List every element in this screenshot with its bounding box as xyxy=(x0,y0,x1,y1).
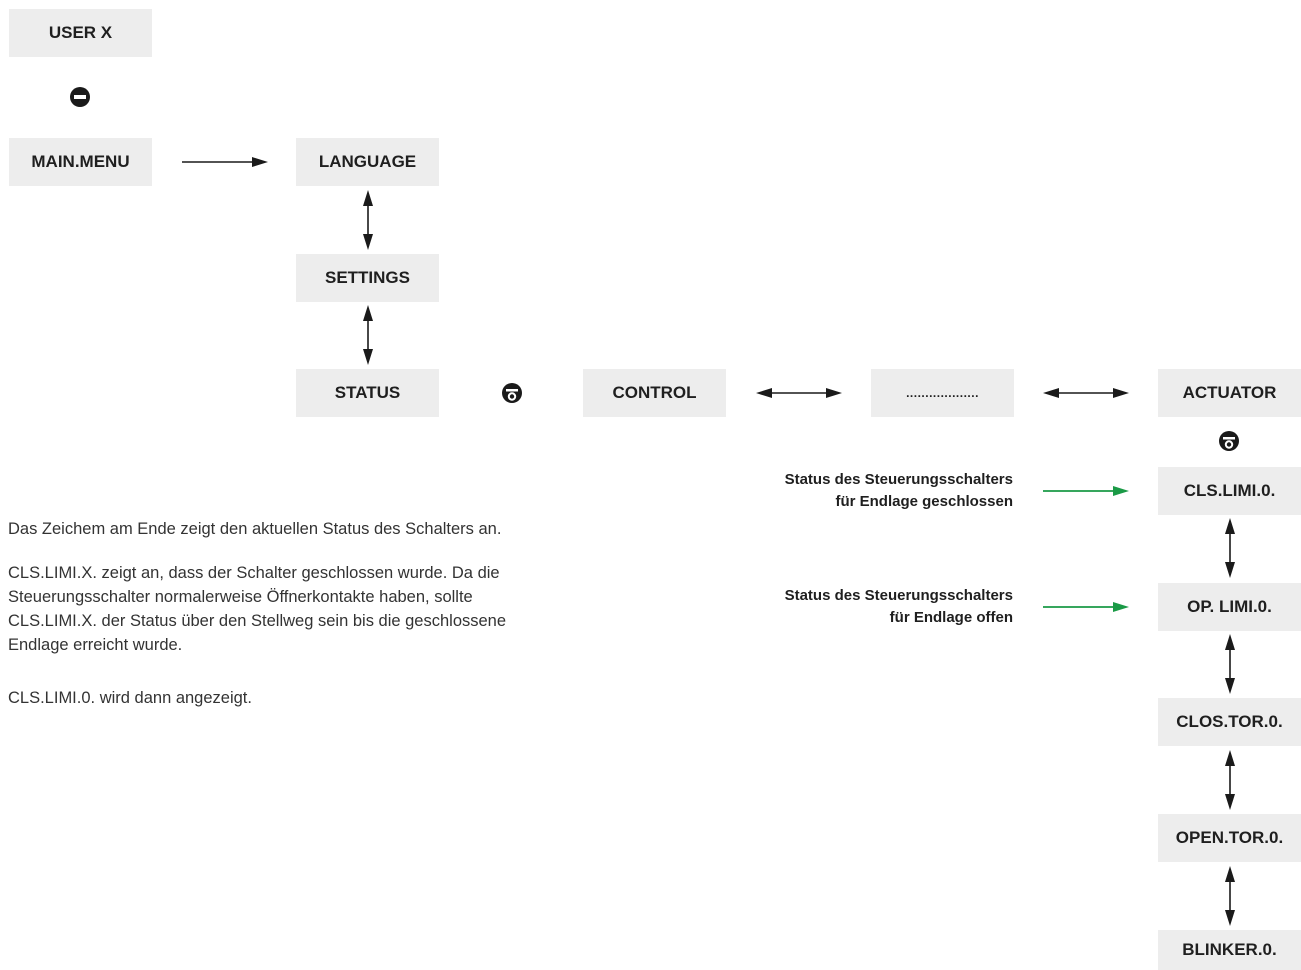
double-arrow-vertical xyxy=(1225,750,1235,810)
description-para-2-line-4: Endlage erreicht wurde. xyxy=(8,636,183,654)
open-tor-box: OPEN.TOR.0. xyxy=(1158,814,1301,862)
description-para-2-line-3: CLS.LIMI.X. der Status über den Stellweg… xyxy=(8,612,507,630)
blinker-label: BLINKER.0. xyxy=(1182,940,1277,959)
double-arrow-vertical xyxy=(1225,518,1235,578)
control-box: CONTROL xyxy=(583,369,726,417)
annotation-closed-line2: für Endlage geschlossen xyxy=(835,493,1013,510)
clos-tor-label: CLOS.TOR.0. xyxy=(1176,712,1283,731)
description-text: Das Zeichem am Ende zeigt den aktuellen … xyxy=(8,517,638,541)
selector-icon xyxy=(501,382,523,404)
description-text: CLS.LIMI.X. zeigt an, dass der Schalter … xyxy=(8,561,638,657)
status-box: STATUS xyxy=(296,369,439,417)
selector-icon xyxy=(1218,430,1240,452)
user-x-label: USER X xyxy=(48,23,113,42)
op-limi-box: OP. LIMI.0. xyxy=(1158,583,1301,631)
annotation-open-line2: für Endlage offen xyxy=(889,609,1013,626)
annotation-open: Status des Steuerungsschalters für Endla… xyxy=(785,585,1013,629)
actuator-label: ACTUATOR xyxy=(1182,383,1277,402)
annotation-open-line1: Status des Steuerungsschalters xyxy=(784,587,1013,604)
actuator-box: ACTUATOR xyxy=(1158,369,1301,417)
blinker-box: BLINKER.0. xyxy=(1158,930,1301,970)
control-label: CONTROL xyxy=(612,383,697,402)
green-arrow-open xyxy=(1043,602,1129,612)
double-arrow-horizontal xyxy=(1043,388,1129,398)
annotation-closed-line1: Status des Steuerungsschalters xyxy=(784,471,1013,488)
language-label: LANGUAGE xyxy=(318,152,417,171)
description-text: CLS.LIMI.0. wird dann angezeigt. xyxy=(8,686,638,710)
description-para-2-line-2: Steuerungsschalter normalerweise Öffnerk… xyxy=(8,588,473,606)
annotation-closed: Status des Steuerungsschalters für Endla… xyxy=(785,469,1013,513)
description-para-2-line-1: CLS.LIMI.X. zeigt an, dass der Schalter … xyxy=(8,564,500,582)
cls-limi-label: CLS.LIMI.0. xyxy=(1183,481,1276,500)
stop-icon xyxy=(69,86,91,108)
ellipsis-box: ................... xyxy=(871,369,1014,417)
double-arrow-vertical xyxy=(1225,634,1235,694)
status-label: STATUS xyxy=(334,383,401,402)
cls-limi-box: CLS.LIMI.0. xyxy=(1158,467,1301,515)
op-limi-label: OP. LIMI.0. xyxy=(1187,597,1272,616)
settings-box: SETTINGS xyxy=(296,254,439,302)
user-x-box: USER X xyxy=(9,9,152,57)
double-arrow-vertical xyxy=(1225,866,1235,926)
double-arrow-vertical xyxy=(363,305,373,365)
arrow-right xyxy=(182,157,268,167)
language-box: LANGUAGE xyxy=(296,138,439,186)
ellipsis-label: ................... xyxy=(906,386,979,400)
main-menu-label: MAIN.MENU xyxy=(31,152,130,171)
description-para-1: Das Zeichem am Ende zeigt den aktuellen … xyxy=(8,520,502,538)
clos-tor-box: CLOS.TOR.0. xyxy=(1158,698,1301,746)
description-para-3: CLS.LIMI.0. wird dann angezeigt. xyxy=(8,689,252,707)
green-arrow-closed xyxy=(1043,486,1129,496)
double-arrow-vertical xyxy=(363,190,373,250)
double-arrow-horizontal xyxy=(756,388,842,398)
main-menu-box: MAIN.MENU xyxy=(9,138,152,186)
open-tor-label: OPEN.TOR.0. xyxy=(1175,828,1284,847)
settings-label: SETTINGS xyxy=(324,268,410,287)
